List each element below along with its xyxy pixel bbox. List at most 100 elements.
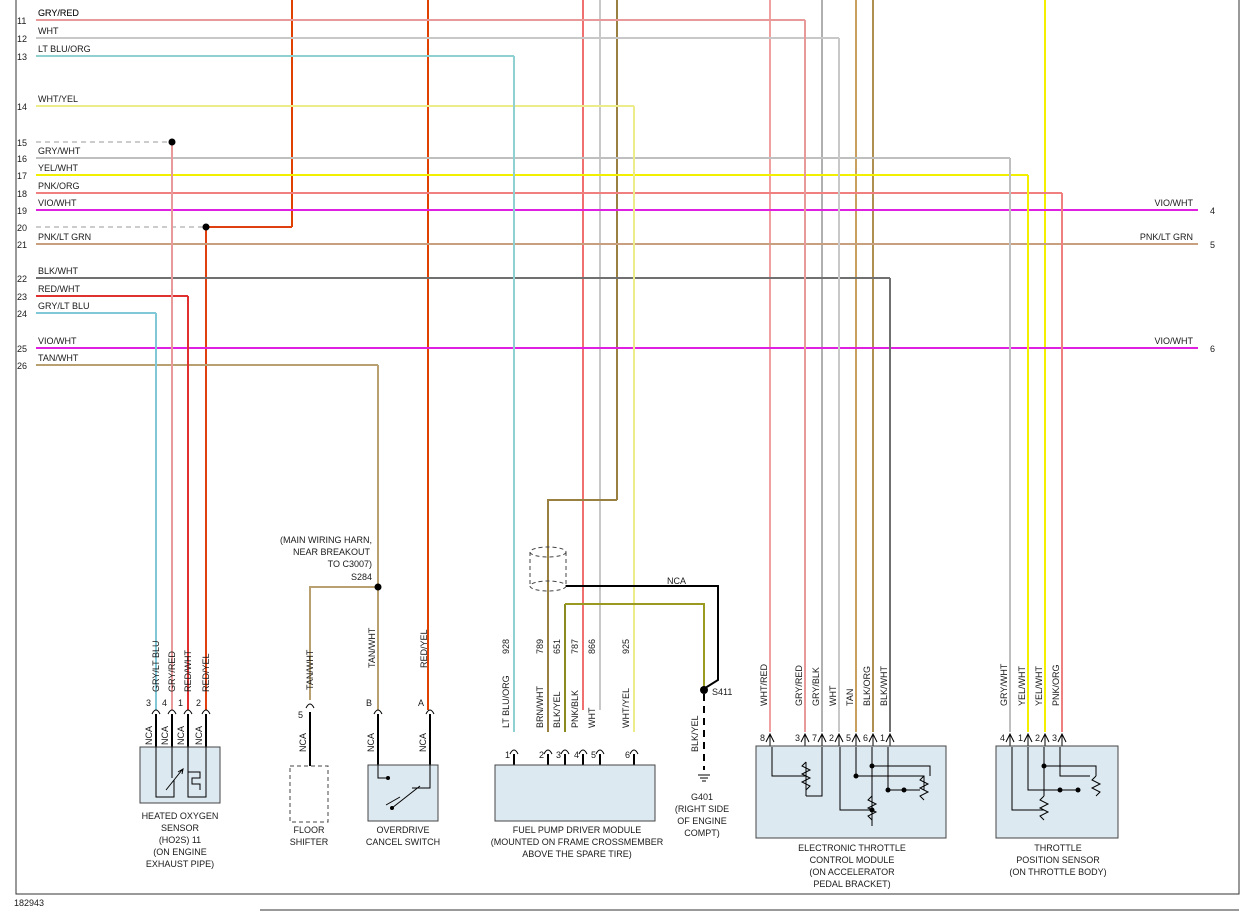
etcm-wire-label-3: WHT [828, 685, 838, 706]
etcm-pin-1: 3 [795, 733, 800, 743]
wire-label-12: WHT [38, 26, 59, 36]
tps-node-1 [1041, 763, 1047, 769]
right-pin-label-25: 6 [1210, 344, 1215, 354]
tps-pot-2 [1038, 795, 1050, 821]
g401-caption-3: OF ENGINE [677, 816, 727, 826]
pin-label-11: 11 [17, 16, 26, 26]
tps-caption-3: (ON THROTTLE BODY) [1009, 867, 1106, 877]
wire-tan-wht-branch [309, 586, 379, 710]
tps-pin-2: 2 [1035, 733, 1040, 743]
overdrive-cavity-0 [373, 709, 383, 715]
etcm-node-4 [901, 787, 907, 793]
ho2s-heater-symbol [188, 771, 201, 790]
etcm-pin-3: 2 [829, 733, 834, 743]
etcm-node-1 [869, 763, 875, 769]
etcm-node-3 [885, 787, 891, 793]
s411-label: S411 [712, 687, 732, 697]
floor-shifter-pin: 5 [298, 710, 303, 720]
overdrive-cavity-1 [425, 709, 435, 715]
tps-pot-1 [1090, 775, 1102, 797]
blk-yel-ground-wire [565, 603, 705, 690]
overdrive-caption-1: OVERDRIVE [376, 825, 429, 835]
fpdm-cavity-2 [560, 749, 570, 755]
figure-id: 182943 [14, 898, 44, 908]
ho2s-caption-4: (ON ENGINE [153, 847, 207, 857]
tps-box [995, 745, 1119, 839]
fpdm-wire-label-0: LT BLU/ORG [501, 675, 511, 728]
wire-red-yel-ho2s [205, 226, 292, 710]
tps-pin-1: 1 [1018, 733, 1023, 743]
switch-pivot [390, 806, 394, 810]
fpdm-pin-1: 2 [539, 750, 544, 760]
pin-label-15: 15 [17, 138, 27, 148]
pin-label-18: 18 [17, 189, 27, 199]
wire-label-25: VIO/WHT [38, 336, 77, 346]
nca-shield-label: NCA [667, 576, 686, 586]
floor-shifter-caption-2: SHIFTER [290, 837, 329, 847]
fpdm-cavity-0 [509, 749, 519, 755]
ho2s-caption-5: EXHAUST PIPE) [146, 859, 214, 869]
fpdm-circuit-2: 651 [552, 639, 562, 654]
overdrive-wire-label-1: RED/YEL [419, 629, 429, 668]
tps-node-3 [1075, 787, 1081, 793]
pin-label-17: 17 [17, 171, 27, 181]
pin-label-16: 16 [17, 154, 27, 164]
pin-label-25: 25 [17, 344, 27, 354]
tps-wire-label-1: YEL/WHT [1017, 665, 1027, 706]
g401-caption-1: G401 [691, 792, 713, 802]
fpdm-cavity-1 [543, 749, 553, 755]
ho2s-pin-3: 2 [196, 698, 201, 708]
fpdm-caption-1: FUEL PUMP DRIVER MODULE [513, 825, 642, 835]
overdrive-switch-box [367, 764, 439, 822]
ground-symbol [698, 774, 710, 782]
ho2s-pin-2: 1 [178, 698, 183, 708]
floor-shifter-wire-label: TAN/WHT [305, 649, 315, 690]
floor-shifter-cavity [305, 703, 315, 709]
fpdm-circuit-3: 787 [570, 639, 580, 654]
fpdm-box [494, 764, 656, 822]
etcm-wire-label-2: GRY/BLK [811, 667, 821, 706]
tps-wire-label-0: GRY/WHT [999, 663, 1009, 706]
fpdm-wire-label-2: BLK/YEL [552, 691, 562, 728]
ho2s-pin-1: 4 [162, 698, 167, 708]
ho2s-cavity-1 [167, 709, 177, 715]
splice-s411-dot [700, 686, 708, 694]
ho2s-wire-label-3: RED/YEL [201, 653, 211, 692]
fpdm-caption-3: ABOVE THE SPARE TIRE) [522, 849, 632, 859]
ho2s-wire-label-0: GRY/LT BLU [151, 640, 161, 692]
wire-label-16: GRY/WHT [38, 146, 81, 156]
s284-line-2: NEAR BREAKOUT [293, 547, 371, 557]
harness-wires [36, 0, 1198, 765]
ho2s-nca-2: NCA [176, 726, 186, 745]
wire-label-17: YEL/WHT [38, 163, 79, 173]
wire-label-13: LT BLU/ORG [38, 44, 91, 54]
fpdm-circuit-5: 925 [621, 639, 631, 654]
etcm-wire-label-4: TAN [845, 689, 855, 706]
g401-caption-4: COMPT) [684, 828, 720, 838]
shield-drain-wire [566, 585, 719, 691]
pin-label-23: 23 [17, 292, 27, 302]
g401-wire-label: BLK/YEL [690, 715, 700, 752]
etcm-pot-1 [800, 761, 812, 791]
tps-wire-label-3: PNK/ORG [1051, 664, 1061, 706]
pin-label-26: 26 [17, 361, 27, 371]
tps-leads [1011, 747, 1097, 811]
wire-label-19: VIO/WHT [38, 198, 77, 208]
pin-label-19: 19 [17, 206, 27, 216]
ho2s-component-box [139, 746, 221, 804]
s284-line-3: TO C3007) [328, 559, 372, 569]
etcm-pin-2: 7 [812, 733, 817, 743]
etcm-pin-5: 6 [863, 733, 868, 743]
fpdm-wire-label-5: WHT/YEL [621, 688, 631, 728]
etcm-wire-label-6: BLK/WHT [879, 665, 889, 706]
fpdm-wire-label-3: PNK/BLK [570, 690, 580, 728]
pin-label-14: 14 [17, 102, 27, 112]
overdrive-switch-blade [391, 785, 421, 809]
etcm-caption-3: (ON ACCELERATOR [809, 867, 895, 877]
splice-s284-label: (MAIN WIRING HARN, NEAR BREAKOUT TO C300… [280, 535, 372, 582]
splice-dot-15 [168, 138, 176, 146]
diagram-frame [15, 0, 1240, 895]
ho2s-nca-0: NCA [144, 726, 154, 745]
etcm-pot-1-return [806, 747, 823, 797]
